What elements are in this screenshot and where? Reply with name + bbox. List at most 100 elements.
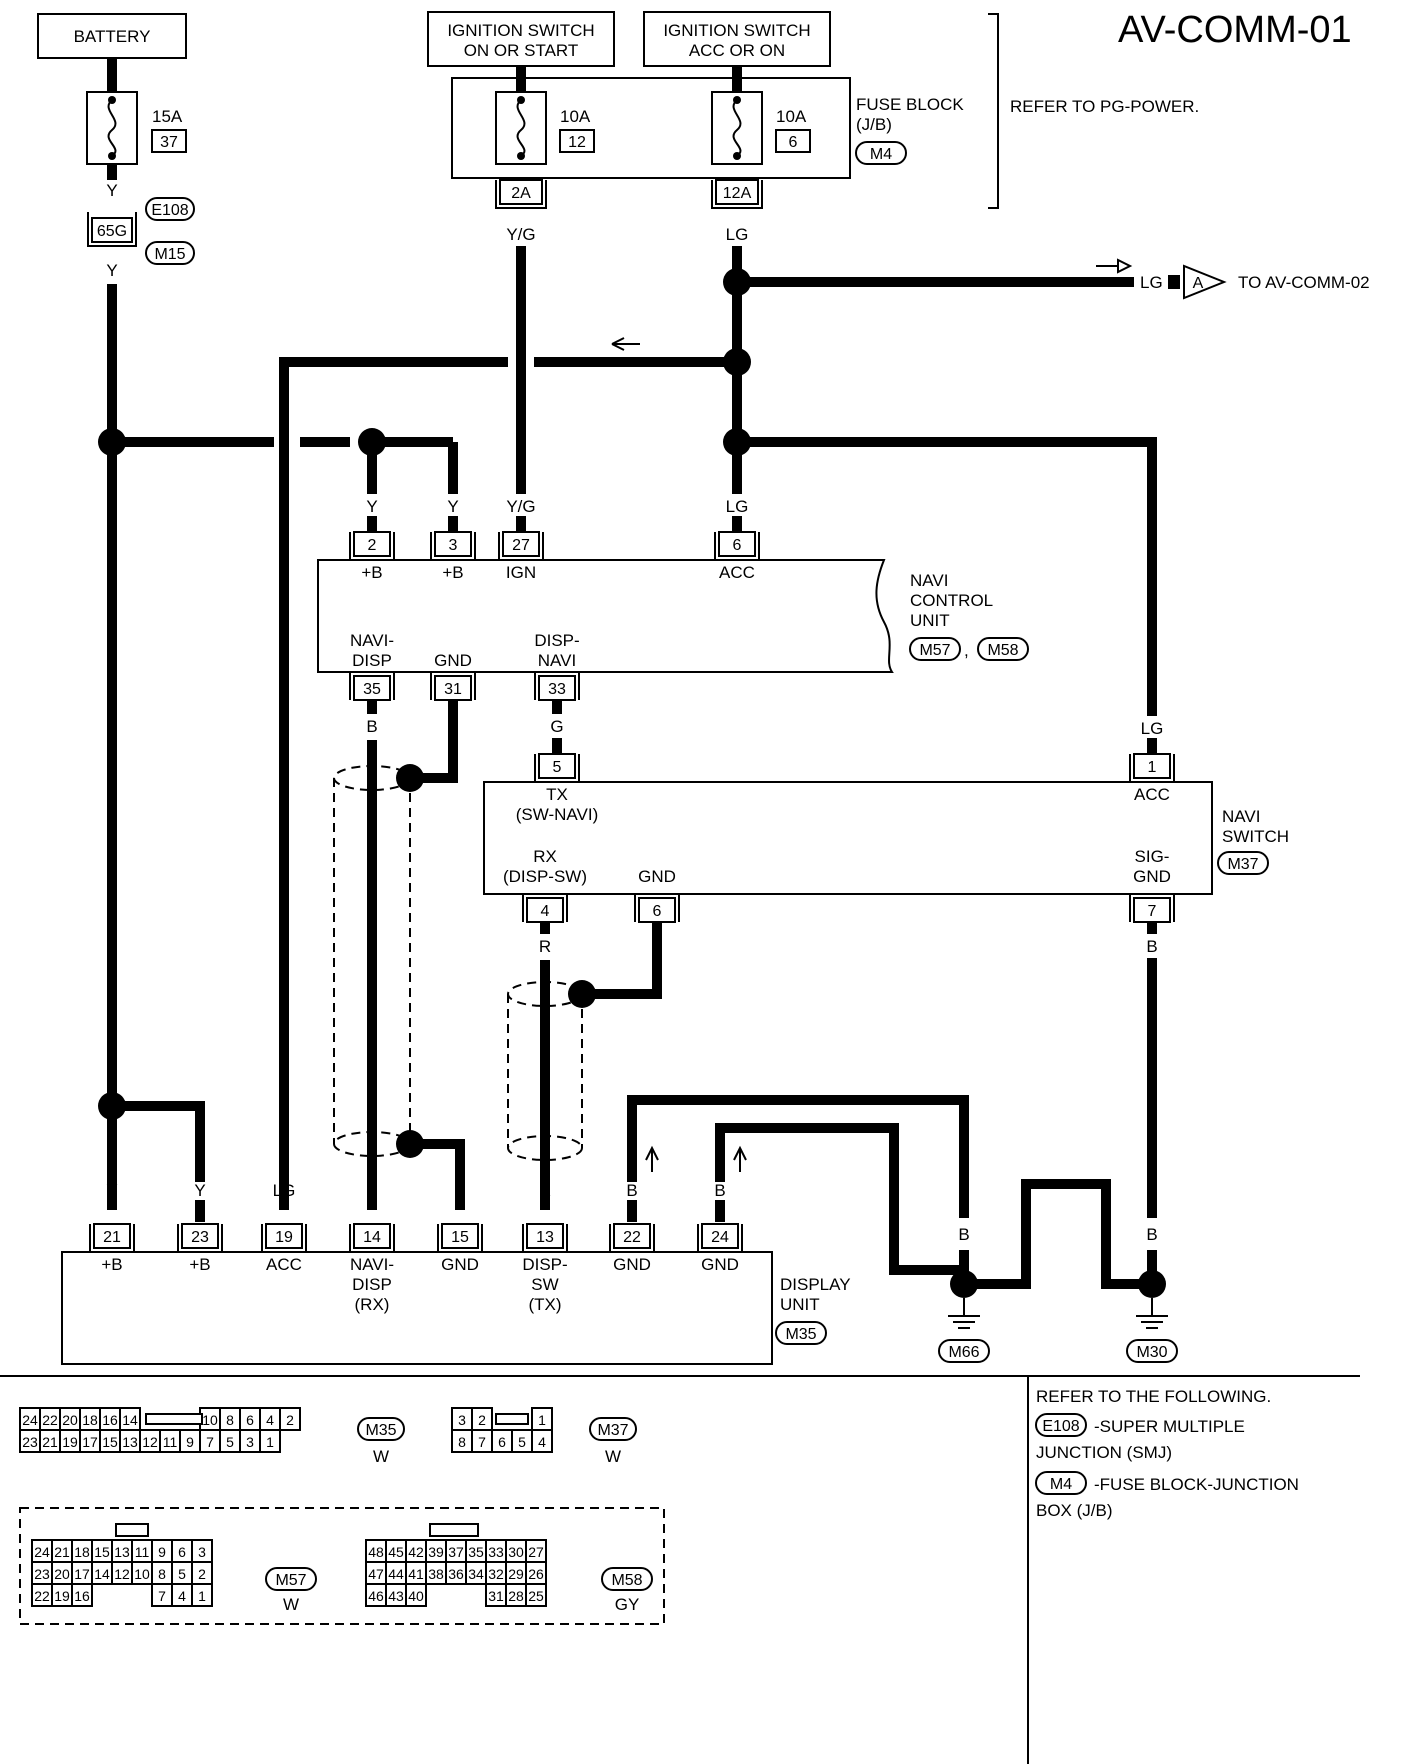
- fuse-acc: [711, 91, 763, 165]
- smj-pin: 65G: [97, 223, 127, 240]
- ncu-line1: NAVI: [910, 571, 948, 590]
- ns-pin-4-label: 4: [541, 903, 550, 920]
- fuse-ign-no-box: [559, 129, 595, 153]
- face-m35-bottom-17-label: 17: [82, 1434, 98, 1450]
- face-m35-top-24-label: 24: [22, 1412, 38, 1428]
- wire-color-b-5: B: [714, 1181, 725, 1200]
- face-m35-bottom-11-label: 11: [163, 1434, 178, 1450]
- smj-m15: M15: [154, 246, 185, 263]
- wire-battery-to-23: [112, 1101, 205, 1182]
- wire-color-y-2: Y: [106, 261, 117, 280]
- ns-pin-6-label: 6: [653, 903, 662, 920]
- face-m35-bottom-5-label: 5: [226, 1434, 234, 1450]
- du-label-ds3: (TX): [528, 1295, 561, 1314]
- wire-color-lg-1: LG: [726, 225, 749, 244]
- ncu-line3: UNIT: [910, 611, 950, 630]
- wire-color-b-3: B: [366, 1181, 377, 1200]
- du-label-acc: ACC: [266, 1255, 302, 1274]
- du-pin-24-label: 24: [711, 1229, 729, 1246]
- ncu-conn2: M58: [987, 642, 1018, 659]
- face-m35-bottom-1-cell: [259, 1429, 281, 1453]
- face-m58-r2-44-label: 44: [388, 1566, 404, 1582]
- ncu-label-navi-disp-1: NAVI-: [350, 631, 394, 650]
- face-m58-r1-48-label: 48: [368, 1544, 384, 1560]
- face-m37-bottom-5-label: 5: [518, 1434, 526, 1450]
- wire-color-y-1: Y: [106, 181, 117, 200]
- wire-color-b-6: B: [888, 1225, 899, 1244]
- fuse-acc-no-box: [775, 129, 811, 153]
- ncu-conn1-oval: [909, 637, 961, 661]
- face-m58-r3-46-label: 46: [368, 1588, 384, 1604]
- ncu-pin-2-label: 2: [368, 537, 377, 554]
- face-m57-r1-15-label: 15: [94, 1544, 110, 1560]
- face-m57-r1-3-label: 3: [198, 1544, 206, 1560]
- du-label-b2: +B: [189, 1255, 210, 1274]
- face-m57-r3-22-label: 22: [34, 1588, 50, 1604]
- face-m57-r1-6-label: 6: [178, 1544, 186, 1560]
- arrow-left: [611, 337, 640, 351]
- face-m57-r1-24-label: 24: [34, 1544, 50, 1560]
- face-m57-id: M57: [275, 1572, 306, 1589]
- ns-pin-7-label: 7: [1148, 903, 1157, 920]
- du-label-nd1: NAVI-: [350, 1255, 394, 1274]
- du-label-ds1: DISP-: [522, 1255, 567, 1274]
- face-m35-top-14-label: 14: [122, 1412, 138, 1428]
- ncu-label-navi-disp-2: DISP: [352, 651, 392, 670]
- ncu-pin-6: [714, 531, 760, 560]
- face-m37-oval: [589, 1417, 637, 1441]
- wire-color-b-4: B: [626, 1181, 637, 1200]
- fuse-ign-amp: 10A: [560, 107, 591, 126]
- du-pin-15: [437, 1223, 483, 1252]
- face-m57-r3-1-label: 1: [198, 1588, 206, 1604]
- face-m35-top-2-label: 2: [286, 1412, 294, 1428]
- du-pin-19-label: 19: [275, 1229, 293, 1246]
- ns-pin-5-label: 5: [553, 759, 562, 776]
- ncu-conn1: M57: [919, 642, 950, 659]
- ns-line1: NAVI: [1222, 807, 1260, 826]
- face-m58-r2-32-label: 32: [488, 1566, 504, 1582]
- arrow-up-1: [645, 1145, 659, 1172]
- link-plug: [1168, 275, 1180, 289]
- ncu-pin-35: [349, 672, 395, 701]
- face-m58-r3-40-cell: [405, 1583, 427, 1607]
- ncu-conn2-oval: [977, 637, 1029, 661]
- face-m35-bottom-19-label: 19: [62, 1434, 78, 1450]
- page-code: AV-COMM-01: [1118, 9, 1352, 51]
- face-m58-color: GY: [615, 1595, 640, 1614]
- face-m35-top-10-label: 10: [202, 1412, 218, 1428]
- ref-e108-oval: [1035, 1413, 1087, 1437]
- ns-pin-1-label: 1: [1148, 759, 1157, 776]
- du-pin-24: [697, 1223, 743, 1252]
- face-m58-r1-39-label: 39: [428, 1544, 444, 1560]
- ns-conn-oval: [1217, 851, 1269, 875]
- face-m57-r1-18-label: 18: [74, 1544, 90, 1560]
- face-m37-bottom-8-label: 8: [458, 1434, 466, 1450]
- battery-label: BATTERY: [74, 27, 151, 46]
- du-label-nd2: DISP: [352, 1275, 392, 1294]
- display-unit-box: [61, 1251, 773, 1365]
- wire-gnd-6: [582, 922, 662, 999]
- du-label-ds2: SW: [531, 1275, 558, 1294]
- face-m57-r1-11-label: 11: [135, 1544, 150, 1560]
- ground-m30-icon: [1136, 1298, 1168, 1329]
- face-m37-bottom-4-cell: [531, 1429, 553, 1453]
- wire-color-yg-2: Y/G: [506, 497, 535, 516]
- smj-e108-oval: [145, 197, 195, 221]
- du-pin-19: [261, 1223, 307, 1252]
- face-m35-bottom-7-label: 7: [206, 1434, 214, 1450]
- ncu-label-b1: +B: [361, 563, 382, 582]
- face-m35-top-6-label: 6: [246, 1412, 254, 1428]
- face-m57-r3-19-label: 19: [54, 1588, 70, 1604]
- face-m58-r1-33-label: 33: [488, 1544, 504, 1560]
- ncu-pin-35-label: 35: [363, 681, 381, 698]
- du-pin-21: [89, 1223, 135, 1252]
- face-m58-r2-29-label: 29: [508, 1566, 524, 1582]
- face-m57-r3-7-label: 7: [158, 1588, 166, 1604]
- du-pin-22-label: 22: [623, 1229, 641, 1246]
- navi-switch-box: [483, 781, 1213, 895]
- face-m58-r2-26-label: 26: [528, 1566, 544, 1582]
- ncu-pin-3-label: 3: [449, 537, 458, 554]
- du-pin-23-label: 23: [191, 1229, 209, 1246]
